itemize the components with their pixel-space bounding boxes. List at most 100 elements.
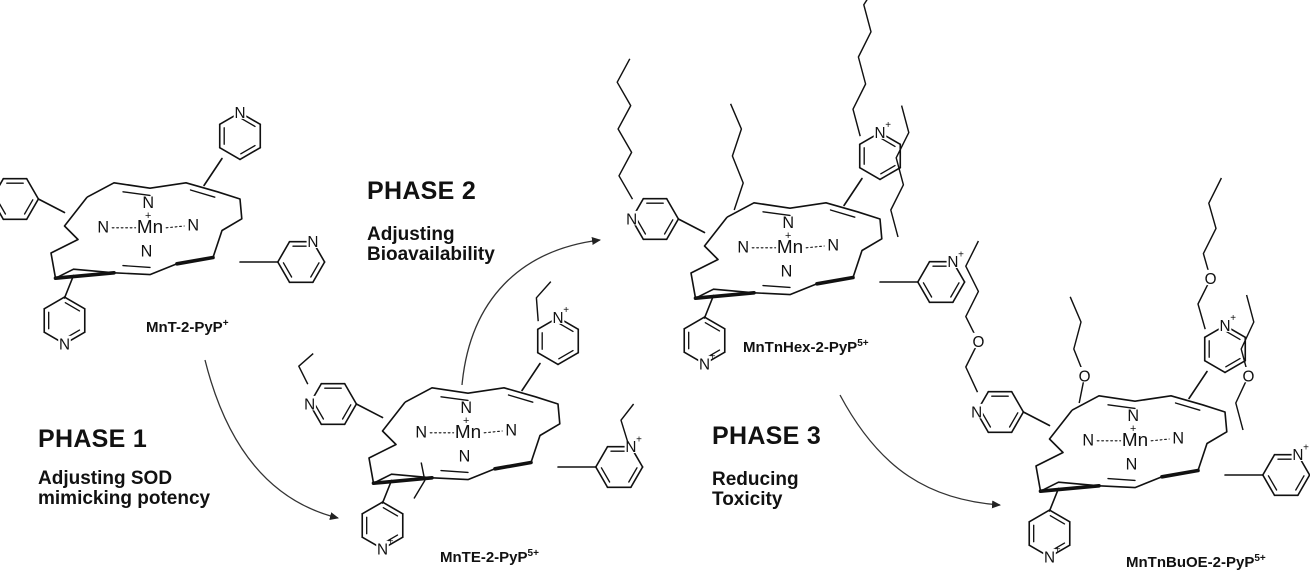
nitrogen-atom: N	[1127, 407, 1139, 425]
pyridyl-right: N+	[594, 434, 644, 489]
ring-double-bond	[558, 349, 574, 360]
pyridinium-charge: +	[1055, 544, 1061, 555]
double-bond	[122, 264, 151, 269]
pyridinium-charge: +	[1230, 313, 1236, 324]
ring-bond	[343, 403, 358, 426]
arrow-phase-3	[839, 394, 1001, 509]
ring-bond	[557, 351, 580, 366]
ethyl-chain	[620, 403, 635, 444]
atom-backdrop	[303, 395, 316, 411]
phase-1-description-line-2: mimicking potency	[38, 488, 211, 509]
pyridyl-left: N	[303, 382, 358, 426]
double-bond	[829, 209, 856, 218]
double-bond	[1107, 404, 1136, 410]
ring-bond	[1010, 390, 1025, 413]
wedge-bond	[693, 291, 756, 301]
ring-double-bond	[880, 137, 896, 148]
ring-double-bond	[1225, 357, 1241, 368]
wedge-bond	[371, 476, 434, 486]
ring-double-bond	[341, 404, 352, 420]
coordination-bond	[1150, 438, 1170, 442]
phase-1-description-line-1: Adjusting SOD	[38, 468, 173, 489]
butoxyethyl-chain	[1069, 296, 1086, 404]
atom-backdrop	[873, 124, 887, 139]
ring-double-bond	[240, 117, 256, 128]
bond	[63, 274, 75, 299]
ring-bond	[1297, 474, 1310, 497]
ring-double-bond	[1049, 515, 1066, 525]
hexyl-chain	[890, 105, 910, 238]
compound-name: MnTnBuOE-2-PyP	[1126, 554, 1255, 571]
compound-name: MnTE-2-PyP	[440, 549, 528, 566]
ring-double-bond	[1008, 412, 1019, 428]
compound-charge: +	[222, 318, 229, 329]
butoxyethyl-chain	[965, 240, 980, 393]
ring-bond	[343, 382, 358, 405]
pyridyl-left: N	[970, 390, 1025, 434]
ring-bond	[879, 166, 902, 181]
manganese-atom: Mn	[1122, 430, 1148, 451]
double-bond	[440, 469, 469, 474]
ring-double-bond	[922, 282, 933, 298]
bond	[381, 479, 393, 504]
wedge-bond	[1038, 484, 1101, 494]
ring-double-bond	[558, 322, 574, 333]
phase-3-title: PHASE 3	[712, 422, 822, 450]
ring-bond	[916, 281, 931, 304]
nitrogen-atom: N	[626, 211, 637, 228]
double-bond	[1174, 402, 1201, 411]
ring-bond	[25, 177, 40, 200]
compound-name: MnTnHex-2-PyP	[743, 339, 858, 356]
atom-backdrop	[306, 233, 320, 249]
nitrogen-atom: N	[827, 237, 839, 255]
atom-backdrop	[625, 210, 638, 226]
ring-bond	[1224, 359, 1247, 374]
manganese-atom: Mn	[777, 237, 803, 258]
ring-bond	[665, 197, 680, 220]
atom-backdrop	[1242, 367, 1255, 383]
ring-bond	[916, 260, 931, 283]
ring-double-bond	[950, 282, 960, 298]
nitrogen-atom: N	[377, 541, 388, 558]
nitrogen-atom: N	[1292, 447, 1303, 464]
ring-bond	[0, 211, 5, 221]
atom-backdrop	[376, 540, 389, 556]
phase-3-description: Reducing Toxicity	[712, 470, 799, 510]
ring-double-bond	[314, 404, 325, 420]
ring-bond	[218, 146, 241, 161]
ring-bond	[312, 261, 326, 284]
bond	[843, 177, 863, 207]
nitrogen-atom: N	[552, 310, 563, 327]
double-bond	[507, 394, 534, 403]
phase-3-description-line-2: Toxicity	[712, 489, 783, 510]
pyridyl-right: N	[276, 233, 326, 284]
pyridyl-top: N+	[536, 305, 580, 366]
bond	[1048, 487, 1060, 512]
oxygen-atom: O	[1242, 368, 1254, 385]
pyridyl-bottom: N+	[683, 316, 726, 373]
double-bond	[762, 284, 791, 289]
phase-1-description: Adjusting SOD mimicking potency	[38, 469, 210, 509]
nitrogen-atom: N	[97, 218, 109, 236]
atom-backdrop	[1204, 269, 1217, 286]
atom-backdrop	[946, 253, 960, 269]
pyridinium-charge: +	[636, 434, 642, 445]
phase-1-title: PHASE 1	[38, 425, 148, 453]
ring-bond	[594, 445, 609, 468]
hexyl-chain	[852, 0, 872, 137]
bond	[203, 157, 223, 187]
phase-2-description: Adjusting Bioavailability	[367, 225, 495, 265]
nitrogen-atom: N	[1219, 318, 1230, 335]
bond	[703, 294, 715, 319]
ring-double-bond	[1267, 475, 1278, 491]
bond	[521, 362, 541, 392]
oxygen-atom: O	[1205, 271, 1217, 288]
double-bond	[122, 191, 151, 197]
ethyl-chain	[413, 462, 426, 499]
ring-bond	[630, 466, 644, 489]
pyridyl-left: N	[0, 177, 40, 221]
ring-bond	[361, 501, 384, 515]
pyridyl-right: N+	[1261, 442, 1310, 497]
